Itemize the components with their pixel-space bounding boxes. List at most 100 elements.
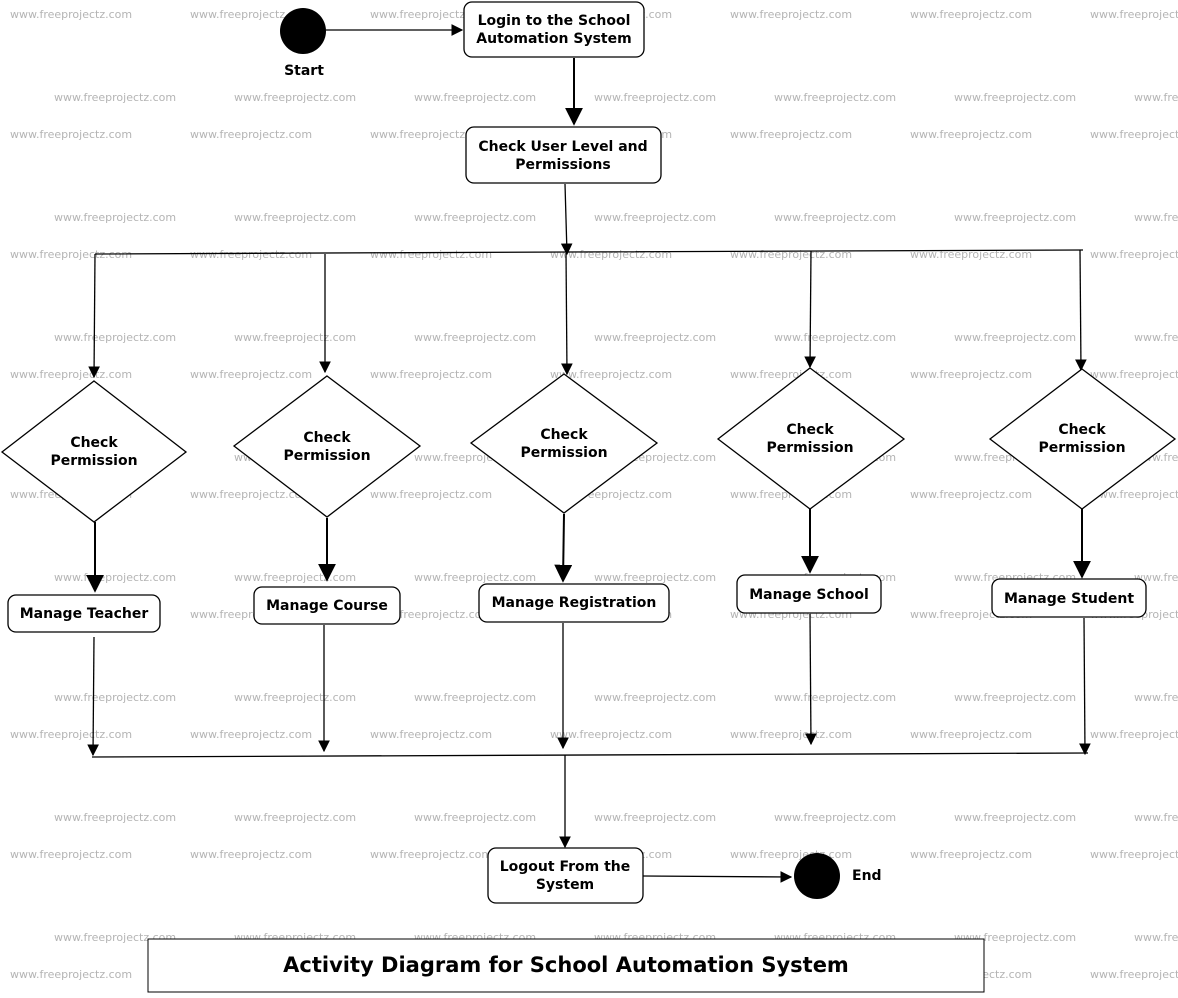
watermark-text: www.freeprojectz.com [730,248,852,261]
watermark-text: www.freeprojectz.com [1090,488,1178,501]
watermark-text: www.freeprojectz.com [550,368,672,381]
decision-1-label-line-1: Check [70,435,118,451]
action-manage-teacher: Manage Teacher [7,594,161,633]
watermark-text: www.freeprojectz.com [10,728,132,741]
watermark-text: www.freeprojectz.com [10,968,132,981]
watermark-text: www.freeprojectz.com [54,571,176,584]
watermark-text: www.freeprojectz.com [1090,368,1178,381]
logout-label-line-2: System [536,877,594,893]
watermark-text: www.freeprojectz.com [370,848,492,861]
decision-1: Check Permission [0,380,188,523]
decision-3-label-line-1: Check [540,427,588,443]
watermark-text: www.freeprojectz.com [234,811,356,824]
decision-3: Check Permission [469,373,659,514]
end-node [794,853,840,899]
watermark-text: www.freeprojectz.com [730,848,852,861]
watermark-text: www.freeprojectz.com [54,91,176,104]
check-level-label-line-2: Permissions [515,157,610,173]
decision-4: Check Permission [716,367,906,510]
watermark-text: www.freeprojectz.com [910,848,1032,861]
action-manage-course: Manage Course [253,586,401,625]
edge-action-5-to-join [1079,617,1091,756]
watermark-text: www.freeprojectz.com [1090,728,1178,741]
watermark-text: www.freeprojectz.com [910,488,1032,501]
watermark-text: www.freeprojectz.com [190,248,312,261]
watermark-text: www.freeprojectz.com [954,331,1076,344]
watermark-text: www.freeprojectz.com [54,331,176,344]
logout-action: Logout From the System [487,847,644,904]
watermark-text: www.freeprojectz.com [370,368,492,381]
action-manage-school: Manage School [736,574,882,614]
watermark-text: www.freeprojectz.com [1134,691,1178,704]
watermark-text: www.freeprojectz.com [1134,571,1178,584]
watermark-text: www.freeprojectz.com [774,331,896,344]
decision-5-label-line-1: Check [1058,422,1106,438]
watermark-text: www.freeprojectz.com [594,91,716,104]
edge-fork-to-decision-5 [1075,249,1087,372]
action-2-label: Manage Course [266,598,388,614]
watermark-text: www.freeprojectz.com [370,488,492,501]
start-label: Start [284,63,324,79]
watermark-text: www.freeprojectz.com [594,691,716,704]
watermark-text: www.freeprojectz.com [774,211,896,224]
watermark-text: www.freeprojectz.com [1090,8,1178,21]
watermark-text: www.freeprojectz.com [190,728,312,741]
watermark-text: www.freeprojectz.com [1090,848,1178,861]
watermark-text: www.freeprojectz.com [954,811,1076,824]
watermark-text: www.freeprojectz.com [54,811,176,824]
watermark-text: www.freeprojectz.com [1134,811,1178,824]
watermark-text: www.freeprojectz.com [370,8,492,21]
watermark-text: www.freeprojectz.com [774,811,896,824]
start-node [280,8,326,54]
decision-3-label-line-2: Permission [520,445,607,461]
login-label-line-1: Login to the School [478,13,631,29]
edge-decision-3-to-action [554,513,573,583]
watermark-text: www.freeprojectz.com [414,691,536,704]
watermark-text: www.freeprojectz.com [54,211,176,224]
watermark-text: www.freeprojectz.com [774,91,896,104]
end-label: End [852,868,882,884]
watermark-text: www.freeprojectz.com [234,571,356,584]
decision-2-label-line-2: Permission [283,448,370,464]
edge-check-level-to-fork [560,183,573,256]
watermark-text: www.freeprojectz.com [910,8,1032,21]
watermark-text: www.freeprojectz.com [190,128,312,141]
decision-2: Check Permission [232,375,422,518]
action-3-label: Manage Registration [492,595,657,611]
watermark-text: www.freeprojectz.com [234,91,356,104]
edge-fork-to-decision-1 [88,253,100,379]
edge-fork-to-decision-3 [561,252,573,376]
watermark-text: www.freeprojectz.com [190,848,312,861]
logout-label-line-1: Logout From the [500,859,631,875]
action-manage-student: Manage Student [991,578,1147,618]
watermark-text: www.freeprojectz.com [730,128,852,141]
watermark-text: www.freeprojectz.com [774,691,896,704]
fork-bar [94,249,1084,255]
login-label-line-2: Automation System [476,31,631,47]
watermark-text: www.freeprojectz.com [550,248,672,261]
watermark-text: www.freeprojectz.com [190,368,312,381]
watermark-text: www.freeprojectz.com [414,331,536,344]
watermark-text: www.freeprojectz.com [414,211,536,224]
action-1-label: Manage Teacher [20,606,149,622]
join-bar [91,752,1089,758]
edge-action-1-to-join [87,636,99,757]
watermark-text: www.freeprojectz.com [370,128,492,141]
edge-logout-to-end [642,871,793,883]
action-4-label: Manage School [749,587,869,603]
watermark-text: www.freeprojectz.com [910,128,1032,141]
decision-2-label-line-1: Check [303,430,351,446]
watermark-text: www.freeprojectz.com [414,571,536,584]
decision-4-label-line-2: Permission [766,440,853,456]
decision-4-label-line-1: Check [786,422,834,438]
watermark-text: www.freeprojectz.com [594,571,716,584]
watermark-text: www.freeprojectz.com [234,211,356,224]
watermark-text: www.freeprojectz.com [54,691,176,704]
edge-action-4-to-join [805,613,817,746]
watermark-text: www.freeprojectz.com [234,691,356,704]
watermark-text: www.freeprojectz.com [414,811,536,824]
check-level-action: Check User Level and Permissions [465,126,662,184]
edge-fork-to-decision-4 [804,250,816,369]
watermark-text: www.freeprojectz.com [190,8,312,21]
